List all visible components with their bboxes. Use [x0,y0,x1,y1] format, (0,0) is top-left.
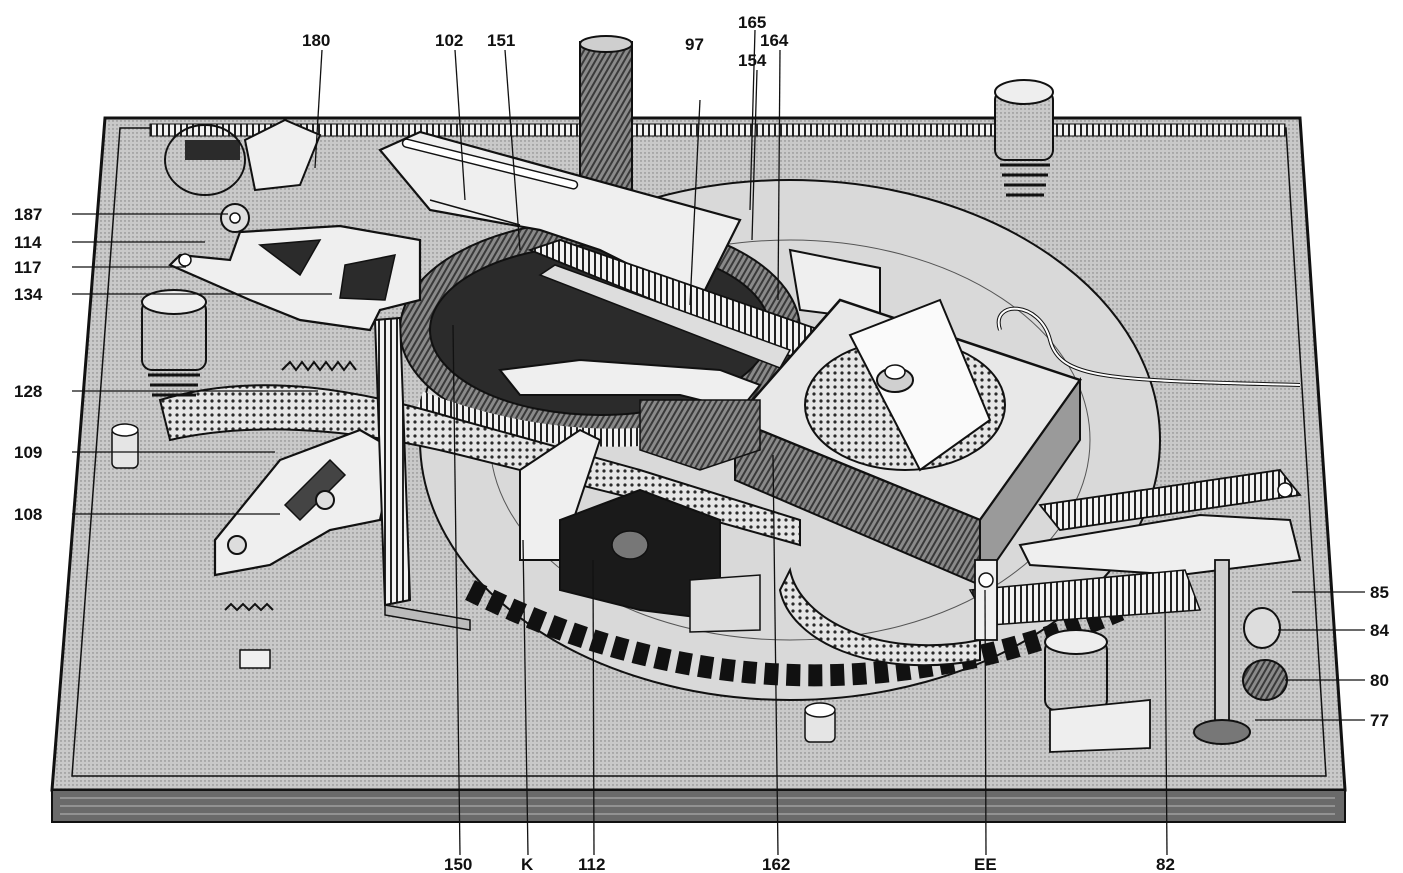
callout-164: 164 [760,31,789,50]
callout-128: 128 [14,382,42,401]
vertical-plate [373,316,471,631]
callout-162: 162 [762,855,790,873]
callout-97: 97 [685,35,704,54]
callout-77: 77 [1370,711,1389,730]
leader-lines [72,29,1365,856]
stippled-lever [158,384,981,667]
top-left-arm [164,118,322,196]
spindle-post [579,35,633,193]
toothed-rack [527,239,822,369]
callout-84: 84 [1370,621,1389,640]
foot-post [1044,629,1151,753]
callout-150: 150 [444,855,472,873]
callout-80: 80 [1370,671,1389,690]
lower-left-lever [213,428,397,669]
cam-follower-arm [498,358,762,471]
callout-85: 85 [1370,583,1389,602]
callout-labels: 180 102 151 165 97 154 164 187 114 117 1… [14,13,1389,873]
callout-109: 109 [14,443,42,462]
callout-165: 165 [738,13,766,32]
callout-102: 102 [435,31,463,50]
right-bracket-assembly [968,469,1302,745]
callout-154: 154 [738,51,767,70]
callout-k: K [521,855,534,873]
motor [732,298,1083,589]
callout-114: 114 [14,233,42,252]
foot-post [141,289,207,397]
callout-117: 117 [14,258,41,277]
callout-112: 112 [578,855,605,873]
callout-187: 187 [14,205,42,224]
small-post [111,423,139,469]
spring [224,602,274,612]
callout-180: 180 [302,31,330,50]
foot-post [994,79,1054,197]
callout-82: 82 [1156,855,1175,873]
callout-134: 134 [14,285,43,304]
small-post [804,702,836,743]
ee-support [974,559,998,641]
callout-108: 108 [14,505,42,524]
spring [281,360,357,372]
left-lever-assembly [168,203,422,332]
callout-151: 151 [487,31,515,50]
switch-housing [519,428,761,633]
callout-ee: EE [974,855,997,873]
